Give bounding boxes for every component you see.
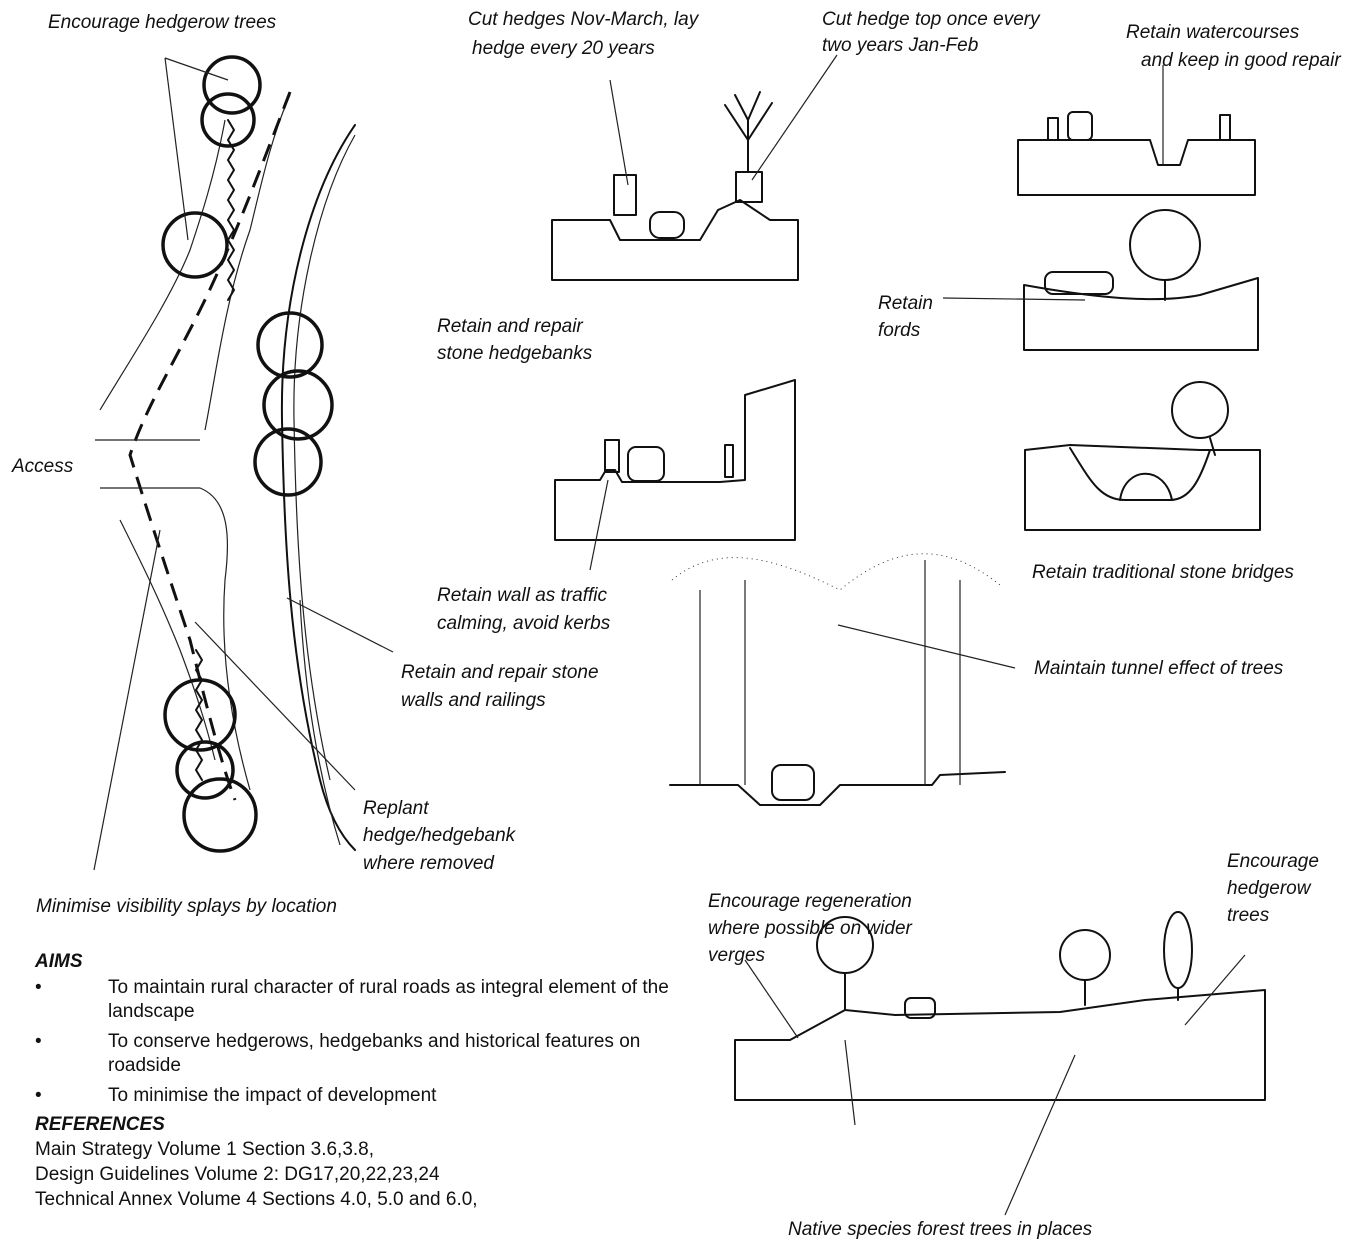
road-plan-sketch <box>94 57 393 870</box>
label-retain-fords-line2: fords <box>878 318 920 343</box>
label-cut-hedges-line1: Cut hedges Nov-March, lay <box>468 7 698 32</box>
ford-section-sketch <box>943 210 1258 350</box>
label-retain-bridges: Retain traditional stone bridges <box>1032 560 1294 585</box>
reference-item: Design Guidelines Volume 2: DG17,20,22,2… <box>35 1162 695 1187</box>
aims-list: • To maintain rural character of rural ro… <box>35 976 675 1108</box>
label-replant-line1: Replant <box>363 796 429 821</box>
tree-tunnel-sketch <box>670 554 1015 805</box>
label-retain-wall-line1: Retain wall as traffic <box>437 583 607 608</box>
label-retain-walls-railings-line2: walls and railings <box>401 688 546 713</box>
reference-item: Technical Annex Volume 4 Sections 4.0, 5… <box>35 1187 695 1212</box>
hedgebank-section-sketch <box>555 380 795 570</box>
label-replant-line2: hedge/hedgebank <box>363 823 515 848</box>
label-encourage-right-line1: Encourage <box>1227 849 1319 874</box>
label-retain-wall-line2: calming, avoid kerbs <box>437 611 610 636</box>
verge-section-sketch <box>735 912 1265 1215</box>
label-encourage-hedgerow-trees-top: Encourage hedgerow trees <box>48 10 276 35</box>
label-minimise-visibility: Minimise visibility splays by location <box>36 894 337 919</box>
aims-section: AIMS • To maintain rural character of rur… <box>35 950 675 1114</box>
hedge-section-sketch <box>552 55 837 280</box>
aims-item: • To conserve hedgerows, hedgebanks and h… <box>35 1030 675 1078</box>
aims-item: • To maintain rural character of rural ro… <box>35 976 675 1024</box>
label-tunnel-effect: Maintain tunnel effect of trees <box>1034 656 1283 681</box>
bullet-icon: • <box>35 1030 42 1054</box>
label-regeneration-line2: where possible on wider <box>708 916 912 941</box>
bullet-icon: • <box>35 976 42 1000</box>
label-replant-line3: where removed <box>363 851 494 876</box>
label-cut-top-line1: Cut hedge top once every <box>822 7 1040 32</box>
aims-item: • To minimise the impact of development <box>35 1084 675 1108</box>
aims-item-text: To maintain rural character of rural roa… <box>108 977 669 1022</box>
watercourse-section-sketch <box>1018 65 1255 195</box>
bullet-icon: • <box>35 1084 42 1108</box>
label-retain-watercourses-line2: and keep in good repair <box>1141 48 1341 73</box>
label-regeneration-line1: Encourage regeneration <box>708 889 912 914</box>
aims-item-text: To minimise the impact of development <box>108 1085 436 1106</box>
label-retain-hedgebanks-line1: Retain and repair <box>437 314 583 339</box>
label-encourage-right-line2: hedgerow <box>1227 876 1310 901</box>
label-regeneration-line3: verges <box>708 943 765 968</box>
label-encourage-right-line3: trees <box>1227 903 1269 928</box>
aims-item-text: To conserve hedgerows, hedgebanks and hi… <box>108 1031 640 1076</box>
label-retain-walls-railings-line1: Retain and repair stone <box>401 660 599 685</box>
label-cut-top-line2: two years Jan-Feb <box>822 33 978 58</box>
label-native-species: Native species forest trees in places <box>788 1217 1092 1242</box>
label-retain-watercourses-line1: Retain watercourses <box>1126 20 1299 45</box>
references-heading: REFERENCES <box>35 1113 695 1137</box>
reference-item: Main Strategy Volume 1 Section 3.6,3.8, <box>35 1137 695 1162</box>
label-cut-hedges-line2: hedge every 20 years <box>472 36 655 61</box>
label-access: Access <box>12 454 73 479</box>
references-section: REFERENCES Main Strategy Volume 1 Sectio… <box>35 1113 695 1212</box>
label-retain-fords-line1: Retain <box>878 291 933 316</box>
label-retain-hedgebanks-line2: stone hedgebanks <box>437 341 592 366</box>
bridge-section-sketch <box>1025 382 1260 530</box>
aims-heading: AIMS <box>35 950 675 974</box>
